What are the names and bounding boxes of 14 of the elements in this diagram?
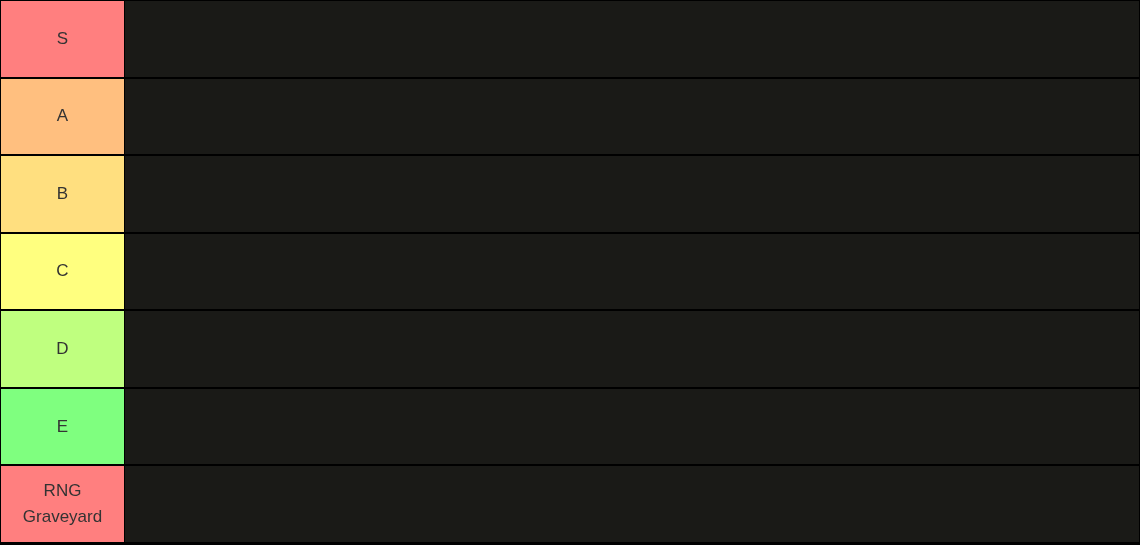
tier-label: RNG Graveyard	[21, 480, 104, 529]
tier-label: C	[55, 260, 70, 283]
tier-label-cell	[1, 466, 124, 542]
tier-label-cell	[1, 78, 124, 155]
tier-label-cell	[1, 233, 124, 310]
tier-label: A	[55, 105, 70, 128]
tier-label-cell	[1, 1, 124, 77]
tier-label: E	[55, 415, 70, 438]
tier-label: S	[55, 27, 70, 50]
tier-label-cell	[1, 311, 124, 387]
tier-label: B	[55, 182, 70, 205]
tier-label-cell	[1, 156, 124, 232]
tier-label-cell	[1, 388, 124, 465]
tier-label: D	[55, 338, 70, 361]
